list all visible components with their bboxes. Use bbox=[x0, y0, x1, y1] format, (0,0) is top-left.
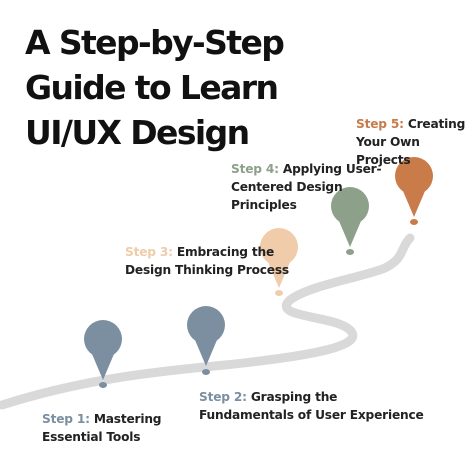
step-4-label: Step 4: Applying User- Centered Design P… bbox=[231, 160, 382, 214]
step-5-label: Step 5: Creating Your Own Projects bbox=[356, 115, 474, 169]
step-5-text: Creating Your Own Projects bbox=[356, 117, 466, 167]
title-line-2: Guide to Learn bbox=[25, 68, 279, 107]
step-1-text: Mastering Essential Tools bbox=[42, 412, 162, 444]
step-1-label: Step 1: Mastering Essential Tools bbox=[42, 410, 162, 446]
step-3-pin-icon bbox=[260, 228, 298, 296]
step-3-label: Step 3: Embracing the Design Thinking Pr… bbox=[125, 243, 289, 279]
step-5-number: Step 5: bbox=[356, 117, 404, 131]
winding-road bbox=[0, 233, 415, 410]
step-4-pin-icon bbox=[331, 187, 369, 255]
title-line-3: UI/UX Design bbox=[25, 113, 250, 152]
step-2-pin-icon bbox=[187, 306, 225, 375]
title-line-1: A Step-by-Step bbox=[25, 23, 285, 62]
step-2-text: Grasping the Fundamentals of User Experi… bbox=[199, 390, 424, 422]
step-4-number: Step 4: bbox=[231, 162, 279, 176]
step-2-number: Step 2: bbox=[199, 390, 247, 404]
step-3-number: Step 3: bbox=[125, 245, 173, 259]
step-5-pin-icon bbox=[395, 157, 433, 225]
step-4-text: Applying User- Centered Design Principle… bbox=[231, 162, 382, 212]
step-2-label: Step 2: Grasping the Fundamentals of Use… bbox=[199, 388, 424, 424]
step-1-number: Step 1: bbox=[42, 412, 90, 426]
page-title: A Step-by-Step Guide to Learn UI/UX Desi… bbox=[25, 20, 325, 155]
step-3-text: Embracing the Design Thinking Process bbox=[125, 245, 289, 277]
step-1-pin-icon bbox=[84, 320, 122, 388]
